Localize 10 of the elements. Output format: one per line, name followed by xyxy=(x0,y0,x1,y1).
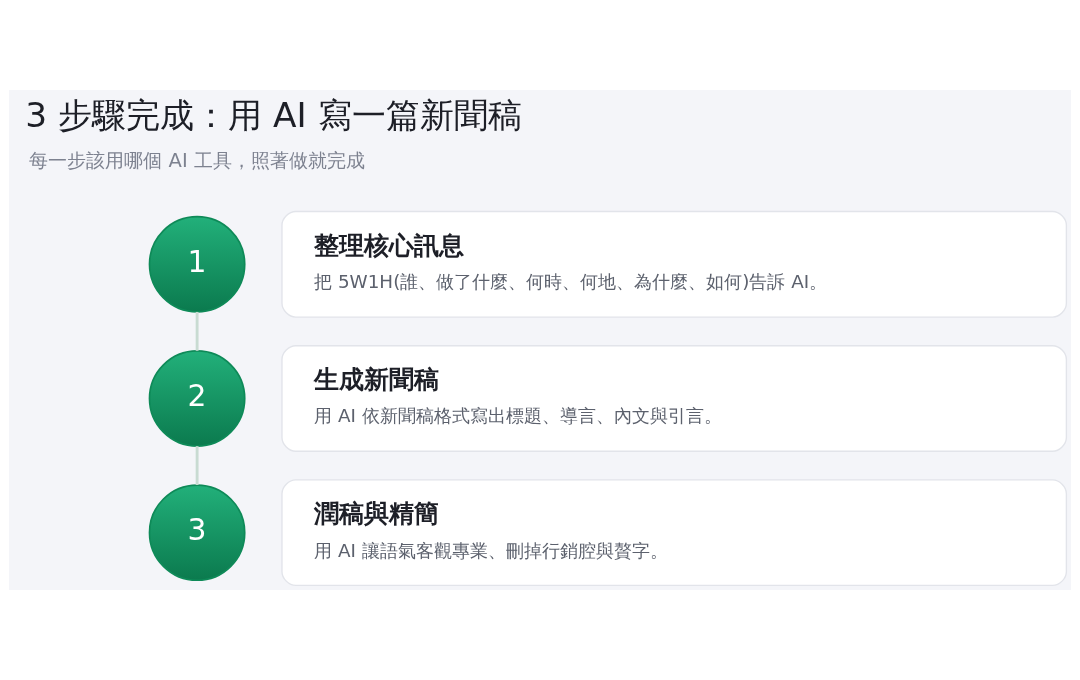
node-box: 潤稿與精簡 用 AI 讓語氣客觀專業、刪掉行銷腔與贅字。 xyxy=(281,479,1068,587)
node-box: 生成新聞稿 用 AI 依新聞稿格式寫出標題、導言、內文與引言。 xyxy=(281,345,1068,452)
node-box: 整理核心訊息 把 5W1H(誰、做了什麼、何時、何地、為什麼、如何)告訴 AI。 xyxy=(281,210,1068,318)
connector xyxy=(195,446,199,485)
connector xyxy=(195,311,199,351)
node-circle: 3 xyxy=(148,484,246,582)
label: 每一步該用哪個 AI 工具，照著做就完成 xyxy=(29,148,365,172)
node-circle: 2 xyxy=(148,350,246,447)
diagram-title: 3 步驟完成：用 AI 寫一篇新聞稿 xyxy=(25,94,522,135)
node-circle: 1 xyxy=(148,215,246,313)
